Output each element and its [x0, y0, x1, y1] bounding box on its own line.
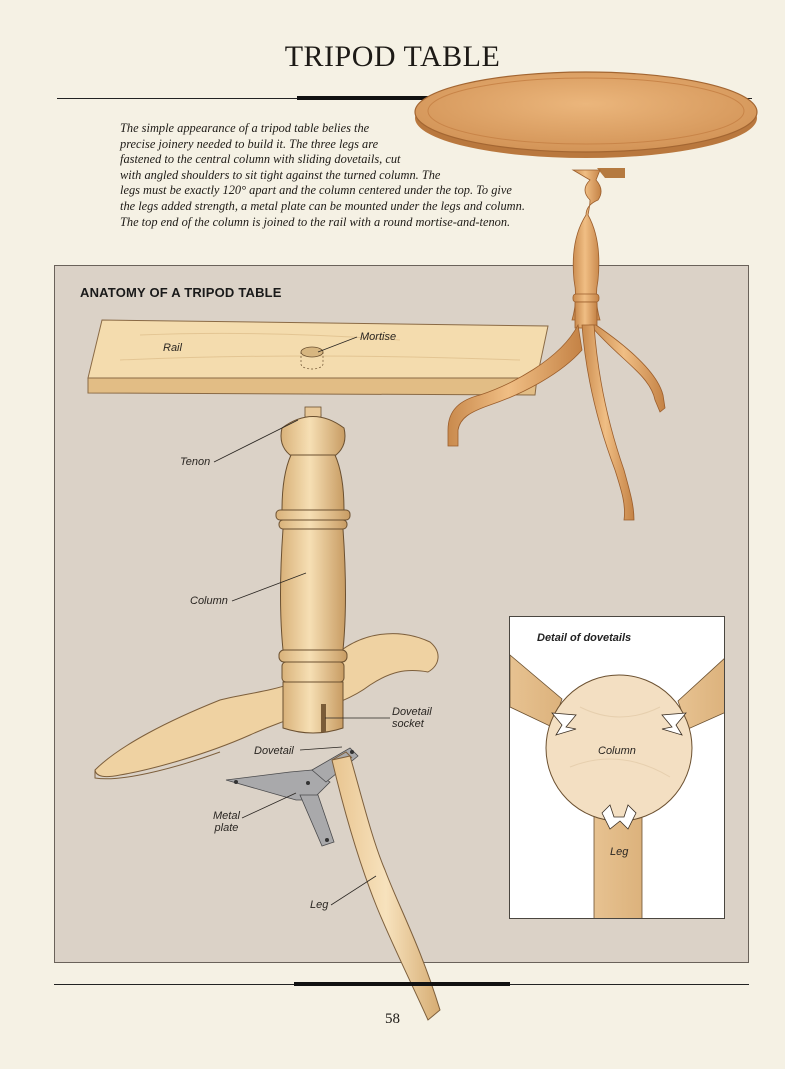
label-column: Column — [190, 595, 228, 607]
leader-mortise — [317, 336, 358, 353]
intro-line: legs must be exactly 120° apart and the … — [120, 183, 512, 198]
label-mortise: Mortise — [360, 331, 397, 343]
intro-line: precise joinery needed to build it. The … — [120, 136, 379, 151]
label-leg: Leg — [310, 899, 329, 911]
detail-leg-bottom — [593, 812, 643, 918]
front-leg — [331, 751, 441, 1021]
detail-label-column: Column — [598, 745, 636, 757]
leader-leg — [330, 875, 377, 906]
mortise-hole — [300, 346, 324, 370]
rail — [87, 319, 549, 396]
label-dovetail-socket: Dovetail socket — [392, 706, 432, 730]
page-number: 58 — [385, 1011, 400, 1027]
detail-dovetail — [661, 712, 687, 736]
leader-metal-plate — [241, 792, 297, 819]
leader-tenon — [213, 419, 299, 463]
leader-lines — [213, 336, 390, 906]
label-dovetail-socket-line1: Dovetail — [392, 706, 432, 718]
intro-paragraph: The simple appearance of a tripod table … — [120, 121, 570, 230]
label-tenon: Tenon — [180, 456, 211, 468]
anatomy-heading: ANATOMY OF A TRIPOD TABLE — [80, 285, 282, 300]
label-dovetail-socket-line2: socket — [392, 718, 424, 730]
detail-heading: Detail of dovetails — [537, 632, 632, 644]
leader-dovetail — [299, 746, 343, 751]
footer-rule-accent — [294, 982, 510, 986]
back-legs — [94, 633, 439, 780]
intro-line: the legs added strength, a metal plate c… — [120, 198, 525, 213]
label-metal-plate-line1: Metal — [213, 810, 240, 822]
intro-line: The simple appearance of a tripod table … — [120, 121, 370, 135]
dovetail-detail-illustration — [510, 654, 724, 918]
header-rule-accent — [297, 96, 487, 100]
label-dovetail: Dovetail — [254, 745, 294, 757]
intro-line: with angled shoulders to sit tight again… — [120, 167, 441, 182]
label-metal-plate: Metal plate — [213, 810, 240, 834]
detail-label-leg: Leg — [610, 846, 629, 858]
intro-line: The top end of the column is joined to t… — [120, 214, 511, 229]
detail-panel — [509, 616, 725, 919]
label-metal-plate-line2: plate — [214, 822, 239, 834]
intro-line: fastened to the central column with slid… — [120, 152, 401, 167]
column — [275, 406, 351, 734]
page-title: TRIPOD TABLE — [284, 40, 501, 73]
detail-dovetail — [601, 804, 637, 830]
leader-column — [231, 572, 307, 602]
detail-dovetail — [551, 712, 577, 736]
label-rail: Rail — [163, 342, 182, 354]
finished-tripod-table — [414, 71, 758, 521]
